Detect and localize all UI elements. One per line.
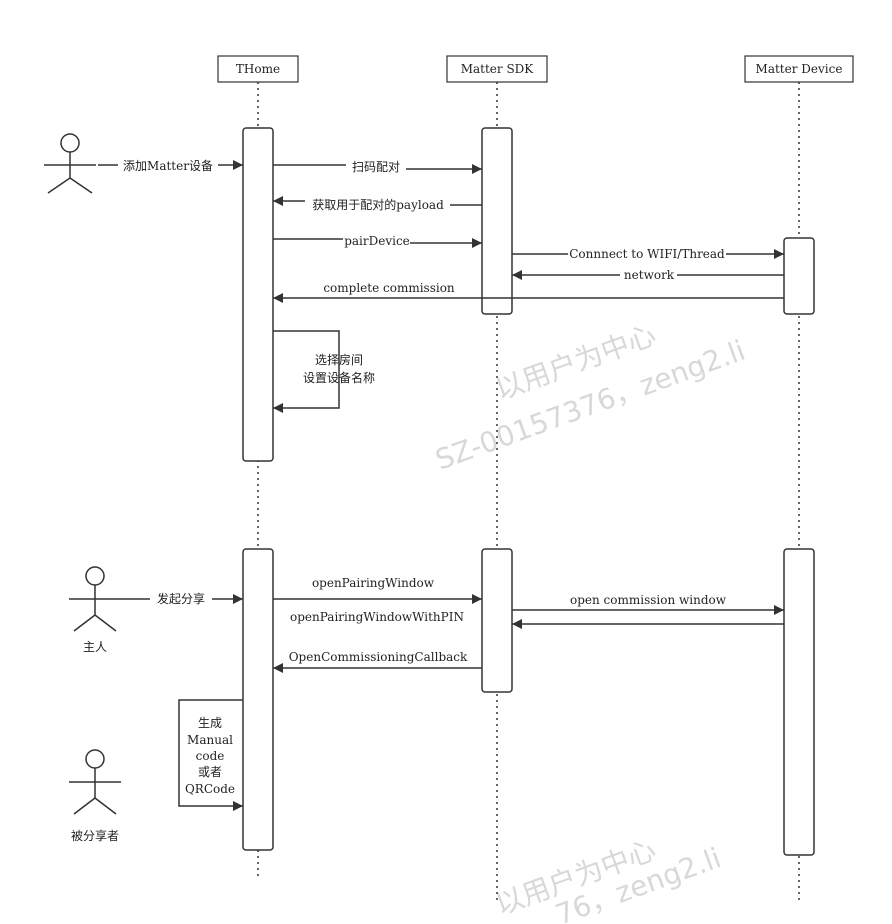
watermark: 以用户为中心 SZ-00157376，zeng2.li 以用户为中心 76，ze…	[431, 318, 749, 924]
actor-sharee-icon	[69, 749, 121, 815]
message-get-payload: 获取用于配对的payload	[312, 197, 444, 212]
actor-owner-label: 主人	[83, 640, 107, 654]
message-pair-device: pairDevice	[344, 234, 410, 248]
note-generate-line4: 或者	[198, 765, 222, 779]
message-arrows	[98, 160, 784, 811]
participant-matter-sdk: Matter SDK	[446, 55, 548, 83]
activation-thome-2	[242, 548, 274, 851]
message-network: network	[624, 268, 675, 282]
message-complete-commission: complete commission	[323, 281, 455, 295]
activation-sdk-2	[481, 548, 513, 693]
note-generate-line1: 生成	[198, 716, 222, 730]
note-generate-line5: QRCode	[185, 782, 235, 796]
activation-device-2	[783, 548, 815, 856]
participant-thome: THome	[217, 55, 299, 83]
message-add-device: 添加Matter设备	[123, 159, 213, 173]
activation-sdk-1	[481, 127, 513, 315]
note-generate-line3: code	[196, 749, 225, 763]
activation-device-1	[783, 237, 815, 315]
participant-matter-device-label: Matter Device	[756, 62, 843, 76]
participant-thome-label: THome	[236, 62, 280, 76]
message-select-room-line2: 设置设备名称	[303, 370, 375, 385]
message-open-pairing-window-pin: openPairingWindowWithPIN	[290, 610, 464, 624]
message-scan-code: 扫码配对	[352, 160, 400, 174]
message-open-pairing-window: openPairingWindow	[312, 576, 435, 590]
actor-sharee-label: 被分享者	[71, 828, 119, 843]
message-select-room-line1: 选择房间	[315, 352, 363, 367]
participant-matter-device: Matter Device	[744, 55, 854, 83]
actor-owner-icon	[69, 566, 121, 632]
actor-user-icon	[44, 133, 96, 194]
message-start-share: 发起分享	[157, 591, 205, 606]
activation-thome-1	[242, 127, 274, 462]
message-open-commission-window: open commission window	[570, 593, 727, 607]
participant-matter-sdk-label: Matter SDK	[461, 62, 535, 76]
message-open-commissioning-callback: OpenCommissioningCallback	[289, 650, 468, 664]
note-generate-line2: Manual	[187, 733, 233, 747]
note-generate-code: 生成 Manual code 或者 QRCode	[185, 716, 235, 796]
activations	[242, 127, 815, 856]
message-connect-wifi: Connnect to WIFI/Thread	[569, 247, 725, 261]
